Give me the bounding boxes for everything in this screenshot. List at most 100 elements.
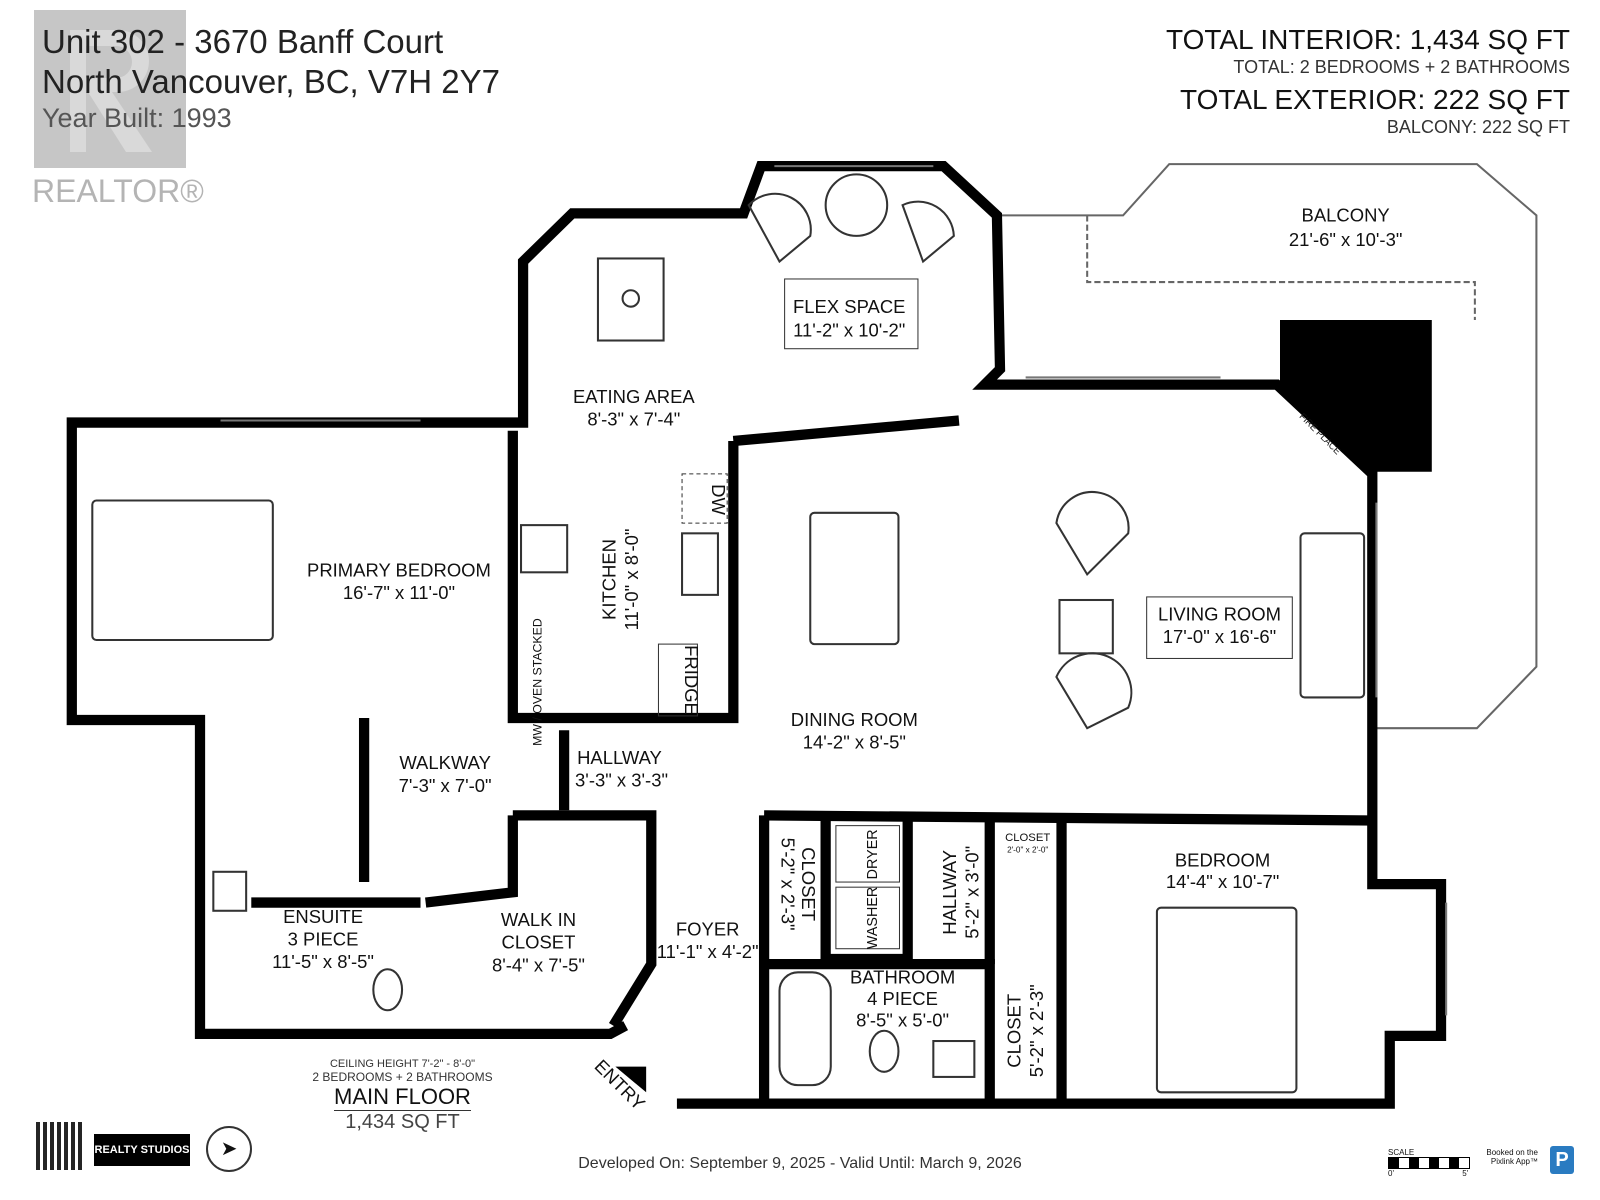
washer-label: WASHER <box>865 887 881 949</box>
address-line-2: North Vancouver, BC, V7H 2Y7 <box>42 63 500 100</box>
total-exterior: TOTAL EXTERIOR: 222 SQ FT <box>1179 84 1570 115</box>
floor-summary: CEILING HEIGHT 7'-2" - 8'-0" 2 BEDROOMS … <box>300 1058 505 1134</box>
area-totals: TOTAL INTERIOR: 1,434 SQ FT TOTAL: 2 BED… <box>1166 24 1570 138</box>
svg-text:11'-5" x 8'-5": 11'-5" x 8'-5" <box>272 951 374 972</box>
mw-oven-label: MW / OVEN STACKED <box>531 618 545 746</box>
svg-text:11'-0" x 8'-0": 11'-0" x 8'-0" <box>621 529 642 631</box>
realtor-word: REALTOR® <box>32 173 204 209</box>
dryer-label: DRYER <box>865 829 881 879</box>
entry-arrow <box>615 1066 647 1093</box>
svg-text:8'-3" x 7'-4": 8'-3" x 7'-4" <box>587 409 680 430</box>
svg-text:2'-0" x 2'-0": 2'-0" x 2'-0" <box>1007 845 1048 854</box>
property-address: Unit 302 - 3670 Banff Court North Vancou… <box>42 22 500 134</box>
year-built: Year Built: 1993 <box>42 103 232 133</box>
floor-area: 1,434 SQ FT <box>345 1111 460 1133</box>
svg-text:8'-5" x 5'-0": 8'-5" x 5'-0" <box>856 1010 949 1031</box>
dishwasher-label: DW <box>708 484 729 515</box>
svg-text:14'-4" x 10'-7": 14'-4" x 10'-7" <box>1166 871 1280 892</box>
svg-text:17'-0" x 16'-6": 17'-0" x 16'-6" <box>1163 626 1276 647</box>
svg-text:LIVING ROOM: LIVING ROOM <box>1158 604 1281 625</box>
svg-text:8'-4" x 7'-5": 8'-4" x 7'-5" <box>492 954 585 975</box>
realtor-r-glyph-icon <box>70 30 152 152</box>
svg-text:WALK IN: WALK IN <box>501 909 576 930</box>
svg-text:3 PIECE: 3 PIECE <box>288 929 359 950</box>
dining-table <box>809 511 900 646</box>
svg-text:7'-3" x 7'-0": 7'-3" x 7'-0" <box>399 775 492 796</box>
fridge-label: FRIDGE <box>681 645 702 715</box>
realty-studios-logo: REALTY STUDIOS <box>94 1134 190 1166</box>
svg-text:3'-3" x 3'-3": 3'-3" x 3'-3" <box>575 770 668 791</box>
windows <box>220 165 1448 1016</box>
coffee-table <box>1058 598 1114 655</box>
beds-baths: 2 BEDROOMS + 2 BATHROOMS <box>312 1070 493 1084</box>
scale-five: 5' <box>1462 1169 1469 1178</box>
sofa <box>1299 532 1366 699</box>
svg-text:ENSUITE: ENSUITE <box>283 906 363 927</box>
svg-text:16'-7" x 11'-0": 16'-7" x 11'-0" <box>343 582 455 603</box>
svg-text:KITCHEN: KITCHEN <box>598 539 619 620</box>
svg-text:PRIMARY BEDROOM: PRIMARY BEDROOM <box>307 559 491 580</box>
address-line-1: Unit 302 - 3670 Banff Court <box>42 23 444 60</box>
svg-text:FOYER: FOYER <box>676 918 740 939</box>
svg-text:EATING AREA: EATING AREA <box>573 386 695 407</box>
svg-text:CLOSET: CLOSET <box>1005 832 1050 844</box>
developed-date: Developed On: September 9, 2025 - Valid … <box>578 1155 1022 1172</box>
svg-text:21'-6" x 10'-3": 21'-6" x 10'-3" <box>1289 229 1403 250</box>
scale-zero: 0' <box>1388 1169 1394 1178</box>
floor-name: MAIN FLOOR <box>334 1084 471 1111</box>
furniture <box>91 173 1366 1094</box>
svg-text:DINING ROOM: DINING ROOM <box>791 709 918 730</box>
scale-label: SCALE <box>1388 1148 1415 1157</box>
primary-bed <box>91 499 274 642</box>
svg-text:14'-2" x 8'-5": 14'-2" x 8'-5" <box>803 732 906 753</box>
fixtures: DW FRIDGE MW / OVEN STACKED DRYER WASHER <box>531 473 900 950</box>
svg-text:5'-2" x 2'-3": 5'-2" x 2'-3" <box>778 838 799 931</box>
balcony-outline <box>999 163 1538 730</box>
svg-text:BEDROOM: BEDROOM <box>1175 850 1270 871</box>
svg-text:5'-2" x 2'-3": 5'-2" x 2'-3" <box>1026 984 1047 1077</box>
scale-bar: SCALE 0' 5' <box>1388 1148 1470 1178</box>
scale-bar-graphic <box>1388 1157 1470 1169</box>
walls <box>66 161 1447 1109</box>
realtor-logo: REALTOR® <box>32 8 204 218</box>
svg-text:CLOSET: CLOSET <box>502 932 576 953</box>
svg-text:4 PIECE: 4 PIECE <box>867 988 938 1009</box>
svg-text:11'-1" x 4'-2": 11'-1" x 4'-2" <box>657 941 759 962</box>
total-exterior-sub: BALCONY: 222 SQ FT <box>1386 117 1570 137</box>
pixlink-booked: Booked on the Pixlink App™ <box>1486 1148 1538 1166</box>
qr-code[interactable] <box>36 1122 84 1170</box>
eating-table <box>596 257 665 342</box>
svg-text:HALLWAY: HALLWAY <box>577 747 662 768</box>
svg-text:CLOSET: CLOSET <box>798 847 819 921</box>
north-compass-icon: ➤ <box>206 1126 252 1172</box>
bedroom-bed <box>1155 906 1298 1094</box>
pixlink-logo: P <box>1550 1146 1574 1174</box>
svg-text:5'-2" x 3'-0": 5'-2" x 3'-0" <box>961 846 982 939</box>
svg-text:11'-2" x 10'-2": 11'-2" x 10'-2" <box>793 319 905 340</box>
svg-text:FLEX SPACE: FLEX SPACE <box>793 296 905 317</box>
svg-text:CLOSET: CLOSET <box>1004 994 1025 1068</box>
ceiling-height: CEILING HEIGHT 7'-2" - 8'-0" <box>329 1058 476 1070</box>
total-interior: TOTAL INTERIOR: 1,434 SQ FT <box>1165 24 1570 55</box>
svg-text:HALLWAY: HALLWAY <box>939 850 960 935</box>
svg-text:WALKWAY: WALKWAY <box>399 752 491 773</box>
